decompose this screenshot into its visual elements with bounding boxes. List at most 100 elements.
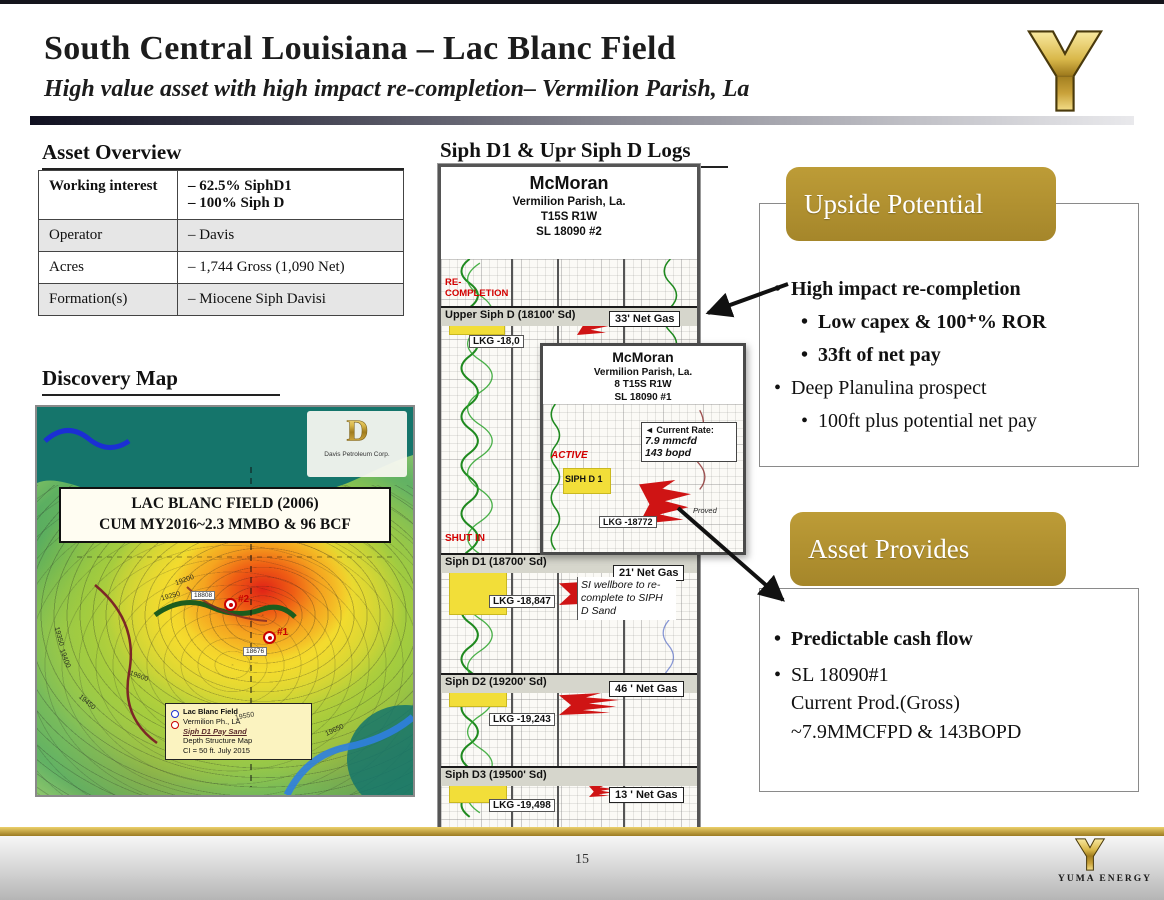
well-2-depth-label: 18808 [191,591,216,600]
legend-line: Lac Blanc Field [183,707,239,716]
current-rate-box: ◄ Current Rate: 7.9 mmcfd 143 bopd [641,422,737,462]
log-section-label: Siph D2 (19200' Sd) [445,676,547,688]
shut-in-label: SHUT IN [445,533,485,544]
row-value: – 100% Siph D [188,195,285,211]
table-row: Operator – Davis [38,219,404,252]
footer-band [0,836,1164,900]
red-well-symbol [171,721,179,729]
row-label: Acres [38,251,178,284]
log-header-line: Vermilion Parish, La. [512,196,626,209]
yuma-logo-icon [1022,28,1108,114]
table-row: Acres – 1,744 Gross (1,090 Net) [38,251,404,284]
inset-header-line: SL 18090 #1 [614,391,672,403]
page-subtitle: High value asset with high impact re-com… [44,76,750,102]
bullet-item: •33ft of net pay [801,342,1130,368]
map-title-line: LAC BLANC FIELD (2006) [131,495,319,512]
inset-header: McMoran Vermilion Parish, La. 8 T15S R1W… [543,346,743,404]
page-title: South Central Louisiana – Lac Blanc Fiel… [44,30,676,67]
bullet-icon: • [774,628,782,650]
map-legend: Lac Blanc Field Vermilion Ph., LA Siph D… [165,703,312,760]
map-title-box: LAC BLANC FIELD (2006) CUM MY2016~2.3 MM… [59,487,391,543]
davis-d-icon: D [346,413,369,448]
well-2-label: #2 [238,594,250,605]
inset-well-name: McMoran [612,349,674,365]
bullet-icon: • [774,377,782,399]
bullet-item: •SL 18090#1 [774,662,1130,688]
log-header: McMoran Vermilion Parish, La. T15S R1W S… [441,167,697,240]
footer-gold-bar [0,827,1164,836]
header-divider [30,116,1134,125]
left-arrow-icon: ◄ [645,425,657,435]
map-title-line: CUM MY2016~2.3 MMBO & 96 BCF [99,515,351,533]
row-label: Working interest [38,170,178,220]
top-border [0,0,1164,4]
legend-line: Depth Structure Map [183,736,253,746]
net-gas-label: 46 ' Net Gas [609,681,684,697]
asset-provides-box [759,588,1139,792]
lkg-label: LKG -18,0 [469,335,524,348]
asset-provides-title: Asset Provides [790,512,1066,586]
upside-potential-box [759,203,1139,467]
lkg-label: LKG -18,847 [489,595,555,608]
well-marker-1 [263,631,276,644]
log-header-line: T15S R1W [540,211,598,224]
siph-d1-zone-label: SIPH D 1 [565,474,603,484]
bullet-icon: • [774,664,782,686]
page-number: 15 [575,852,589,867]
well-log-sl18090-2: McMoran Vermilion Parish, La. T15S R1W S… [438,164,700,832]
upside-potential-title: Upside Potential [786,167,1056,241]
legend-line: Vermilion Ph., LA [183,716,241,726]
rate-value: 143 bopd [645,447,692,459]
asset-overview-table: Working interest – 62.5% SiphD1 – 100% S… [38,170,404,316]
blue-well-symbol [171,710,179,718]
svg-text:D: D [347,413,369,447]
inset-header-line: 8 T15S R1W [614,379,672,390]
bullet-text: Deep Planulina prospect [791,377,987,399]
pay-sand-highlight [563,468,611,494]
bullet-continuation: ~7.9MMCFPD & 143BOPD [791,721,1022,743]
well-1-label: #1 [277,627,289,638]
inset-log-grid: ACTIVE SIPH D 1 ◄ Current Rate: 7.9 mmcf… [543,404,743,552]
bullet-item: •Low capex & 100⁺% ROR [801,309,1130,335]
lkg-label: LKG -19,498 [489,799,555,812]
row-value: – 1,744 Gross (1,090 Net) [188,259,345,275]
yuma-logo-icon [1074,838,1106,871]
bullet-icon: • [801,311,809,333]
row-label: Operator [38,219,178,252]
bullet-text: 100ft plus potential net pay [818,410,1037,432]
legend-line: CI = 50 ft. July 2015 [183,746,250,755]
current-rate-label: Current Rate: [656,425,714,435]
bullet-item: • 100ft plus potential net pay [801,408,1130,434]
inset-header-line: Vermilion Parish, La. [593,366,693,378]
lkg-label: LKG -18772 [599,516,657,528]
bullet-text: High impact re-completion [791,278,1021,300]
row-value: – Davis [188,227,235,243]
discovery-map: D Davis Petroleum Corp. LAC BLANC FIELD … [35,405,415,797]
log-section-label: Upper Siph D (18100' Sd) [445,309,576,321]
log-section-band: Siph D3 (19500' Sd) [441,766,697,786]
net-gas-label: 13 ' Net Gas [609,787,684,803]
table-row: Formation(s) – Miocene Siph Davisi [38,283,404,316]
bullet-icon: • [774,278,782,300]
well-1-depth-label: 18676 [243,647,268,656]
bullet-item: • High impact re-completion [774,276,1130,302]
well-marker-2 [224,598,237,611]
active-label: ACTIVE [551,450,588,461]
log-well-name: McMoran [529,173,609,193]
brand-name: YUMA ENERGY [1058,874,1153,884]
upside-bullets: • High impact re-completion •Low capex & … [774,276,1130,441]
bullet-item: • Predictable cash flow [774,626,1130,652]
bullet-text: Predictable cash flow [791,628,973,650]
discovery-map-heading: Discovery Map [42,366,280,396]
recompletion-label: RE-COMPLETION [445,277,509,299]
table-row: Working interest – 62.5% SiphD1 – 100% S… [38,170,404,220]
row-value: – 62.5% SiphD1 [188,178,292,194]
bullet-icon: • [801,410,809,432]
lkg-label: LKG -19,243 [489,713,555,726]
proved-label: Proved [693,506,717,515]
bullet-text: 33ft of net pay [818,344,941,366]
yuma-footer-logo: YUMA ENERGY [1058,838,1153,884]
asset-overview-heading: Asset Overview [42,140,404,170]
well-log-inset-sl18090-1: McMoran Vermilion Parish, La. 8 T15S R1W… [540,343,746,555]
